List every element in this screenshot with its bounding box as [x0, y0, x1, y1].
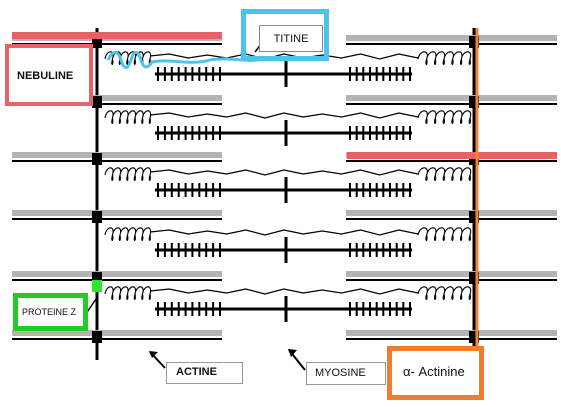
z-disc-node-right — [469, 96, 479, 108]
myosine-label: MYOSINE — [315, 367, 366, 379]
actine-label: ACTINE — [176, 366, 217, 378]
actin-thin-filament-right — [346, 271, 557, 277]
nebulin-filament-right — [347, 152, 557, 159]
z-disc-node-left — [92, 96, 102, 108]
titin-spring-left — [104, 286, 152, 300]
titin-filament — [149, 288, 419, 295]
myosin-heads-left — [157, 67, 221, 81]
titin-filament — [149, 53, 419, 60]
myosine-arrow-icon — [288, 349, 297, 357]
titin-filament — [149, 112, 419, 119]
actin-thin-filament-right — [346, 210, 557, 216]
actin-thin-filament-left — [12, 152, 222, 158]
z-disc-node-right — [469, 36, 479, 48]
nebuline-label-box: NEBULINE — [5, 44, 93, 106]
titin-spring-right — [417, 167, 472, 181]
myosin-heads-left — [157, 126, 221, 140]
z-disc-node-left — [92, 331, 102, 343]
titin-spring-right — [417, 286, 472, 300]
myosine-label-box: MYOSINE — [306, 362, 386, 385]
actine-label-box: ACTINE — [166, 362, 243, 384]
titin-spring-left — [104, 167, 152, 181]
protein-z-marker — [92, 280, 102, 292]
actin-thin-filament-left — [12, 95, 222, 101]
myosin-heads-right — [349, 67, 411, 81]
actin-thin-filament-left — [12, 271, 222, 277]
z-disc-node-right — [469, 211, 479, 223]
actin-thin-filament-right — [346, 95, 557, 101]
z-disc-node-left — [92, 272, 102, 284]
actine-arrow-icon — [149, 351, 158, 358]
myosin-heads-left — [157, 302, 221, 316]
alpha-actinine-label-box: α- Actinine — [387, 346, 484, 400]
myosin-heads-right — [349, 243, 411, 257]
myosin-heads-right — [349, 302, 411, 316]
myosin-heads-right — [349, 126, 411, 140]
titin-highlight — [106, 51, 270, 69]
titine-label-box: TITINE — [241, 9, 329, 61]
titin-filament — [149, 169, 419, 176]
titin-spring-right — [417, 51, 472, 65]
myosin-heads-left — [157, 183, 221, 197]
nebuline-label: NEBULINE — [17, 70, 74, 82]
actin-thin-filament-left — [12, 210, 222, 216]
z-disc-node-left — [92, 211, 102, 223]
nebulin-filament-top — [12, 32, 222, 39]
actin-thin-filament-right — [346, 330, 557, 336]
actin-thin-filament-right — [346, 35, 557, 41]
z-disc-node-left — [92, 153, 102, 165]
proteine-z-label-box: PROTEINE Z — [13, 293, 88, 331]
titin-spring-left — [104, 51, 152, 65]
titin-filament — [149, 229, 419, 236]
titin-spring-left — [104, 110, 152, 124]
titin-spring-right — [417, 110, 472, 124]
z-disc-node-right — [469, 272, 479, 284]
z-disc-node-left — [92, 36, 102, 48]
myosin-heads-right — [349, 183, 411, 197]
z-disc-node-right — [469, 331, 479, 343]
titine-label: TITINE — [273, 32, 309, 45]
titin-spring-right — [417, 227, 472, 241]
alpha-actinine-label: α- Actinine — [403, 364, 465, 379]
myosin-heads-left — [157, 243, 221, 257]
actin-thin-filament-left — [12, 330, 222, 336]
proteine-z-label: PROTEINE Z — [22, 307, 77, 317]
titin-spring-left — [104, 227, 152, 241]
